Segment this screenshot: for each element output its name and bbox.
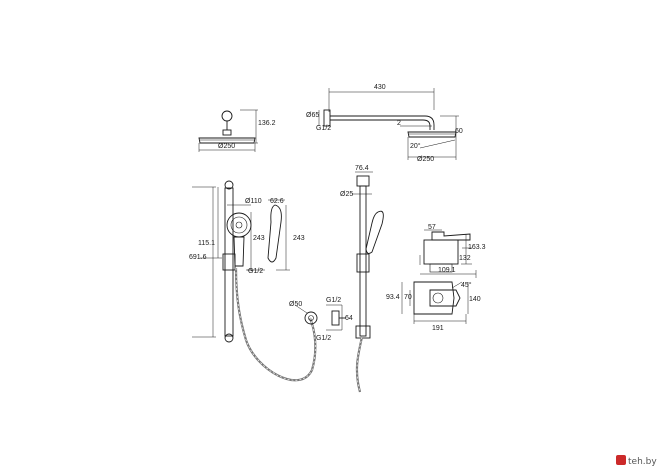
label-head-height: 136.2 xyxy=(258,120,276,127)
label-elbow-64: 64 xyxy=(345,315,353,322)
label-arm-head-diameter: Ø250 xyxy=(417,156,434,163)
label-mixer-70: 70 xyxy=(404,294,412,301)
watermark-logo-icon xyxy=(616,455,626,465)
label-arm-thread: G1/2 xyxy=(316,125,331,132)
label-mixer-191: 191 xyxy=(432,325,444,332)
label-rail-d25: Ø25 xyxy=(340,191,353,198)
label-arm-d65: Ø65 xyxy=(306,112,319,119)
label-elbow-thread-top: G1/2 xyxy=(326,297,341,304)
label-head-diameter: Ø250 xyxy=(218,143,235,150)
label-slide-243-b: 243 xyxy=(293,235,305,242)
label-arm-length: 430 xyxy=(374,84,386,91)
label-mixer-140: 140 xyxy=(469,296,481,303)
label-slide-691-6: 691.6 xyxy=(189,254,207,261)
label-slide-thread: G1/2 xyxy=(248,268,263,275)
tall-rail-drawing xyxy=(352,171,384,393)
watermark-text: teh.by xyxy=(628,457,657,467)
label-rail-76-4: 76.4 xyxy=(355,165,369,172)
label-mixer-45: 45° xyxy=(461,281,472,289)
label-slide-d110: Ø110 xyxy=(245,198,262,205)
watermark: teh.by xyxy=(616,455,657,467)
label-elbow-d50: Ø50 xyxy=(289,301,302,308)
ceiling-head-drawing xyxy=(198,109,258,152)
label-mixer-132: 132 xyxy=(459,255,471,262)
wall-arm-drawing xyxy=(318,88,459,160)
label-mixer-57: 57 xyxy=(428,224,436,231)
label-elbow-thread-bottom: G1/2 xyxy=(316,335,331,342)
label-slide-62-6: 62.6 xyxy=(270,198,284,205)
label-slide-243-a: 243 xyxy=(253,235,265,242)
label-mixer-109-1: 109.1 xyxy=(438,267,456,274)
label-slide-115-1: 115.1 xyxy=(198,240,215,247)
mixer-drawing xyxy=(401,229,477,324)
label-arm-drop: 60 xyxy=(455,128,463,135)
slide-rail-drawing xyxy=(192,180,317,382)
label-mixer-163-3: 163.3 xyxy=(468,244,486,251)
label-arm-angle: 20° xyxy=(410,142,421,150)
wall-elbow-drawing xyxy=(294,304,346,331)
label-arm-gap: 2 xyxy=(397,120,401,127)
label-mixer-93-4: 93.4 xyxy=(386,294,400,301)
